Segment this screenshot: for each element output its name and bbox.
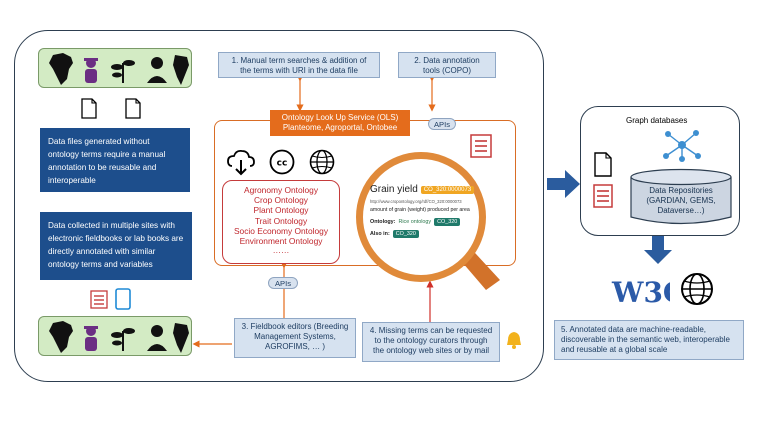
w3c-logo: W3C (611, 276, 670, 308)
africa-map-icon (49, 321, 73, 353)
term-definition: amount of grain (weight) produced per ar… (370, 207, 470, 213)
document-icon (81, 98, 97, 119)
also-in-code-badge: CO_320 (392, 230, 419, 238)
callout-machine-readable: 5. Annotated data are machine-readable, … (554, 320, 744, 360)
fieldbook-devices (90, 288, 131, 310)
magnifier-content: Grain yield CO_320:0000073 http://www.cr… (370, 184, 488, 264)
callout-manual-search-text: 1. Manual term searches & addition of th… (231, 56, 367, 75)
callout-missing-terms: 4. Missing terms can be requested to the… (362, 322, 500, 362)
ontology-list: Agronomy Ontology Crop Ontology Plant On… (222, 180, 340, 264)
plant-icon (111, 60, 135, 83)
cloud-download-icon (227, 149, 255, 176)
callout-annotation-tools-text: 2. Data annotation tools (COPO) (414, 56, 480, 75)
south-america-map-icon (173, 55, 189, 85)
document-icon (594, 152, 612, 177)
researcher-icon (147, 57, 167, 83)
note-multi-site: Data collected in multiple sites with el… (40, 212, 192, 280)
term-uri: http://www.cropontology.org/rdf/CO_320:0… (370, 199, 462, 204)
w3c-logo-text: W3C (611, 276, 670, 308)
ontology-code-badge: CO_320 (434, 218, 461, 226)
checklist-icon (470, 134, 492, 158)
hub-icons: cc (227, 149, 335, 176)
api-pill-bottom: APIs (268, 277, 298, 289)
globe-icon (681, 273, 713, 305)
api-pill-bottom-text: APIs (274, 279, 292, 288)
ontology-label: Ontology: (370, 219, 396, 225)
plant-icon (111, 328, 135, 351)
farmer-icon (84, 326, 98, 351)
repo-line: Data Repositories (649, 186, 713, 195)
data-repositories-label: Data Repositories (GARDIAN, GEMS, Datave… (630, 186, 732, 216)
callout-fieldbook-editors-text: 3. Fieldbook editors (Breeding Managemen… (241, 322, 349, 351)
big-arrow-right (547, 170, 580, 198)
ontology-item: Plant Ontology (253, 205, 309, 216)
ontology-item: Crop Ontology (254, 195, 308, 206)
callout-machine-readable-text: 5. Annotated data are machine-readable, … (561, 325, 730, 354)
also-in-label: Also in: (370, 231, 390, 237)
main-workflow-frame (14, 30, 544, 382)
ontology-item: Agronomy Ontology (243, 185, 319, 195)
ols-box: Ontology Look Up Service (OLS) Planteome… (270, 110, 410, 136)
researcher-icon (147, 325, 167, 351)
api-pill-top: APIs (428, 118, 456, 130)
hub-checklist (470, 134, 492, 158)
big-arrow-down (644, 236, 672, 264)
callout-missing-terms-text: 4. Missing terms can be requested to the… (369, 326, 493, 355)
database-cylinder-icon (630, 168, 732, 225)
graph-side-icons (593, 152, 613, 208)
document-icons (81, 98, 141, 119)
ontology-item: …… (272, 245, 290, 256)
graph-databases-frame (580, 106, 740, 236)
top-left-actors-svg (49, 53, 189, 85)
ontology-item: Socio Economy Ontology (233, 225, 329, 236)
repo-line: Dataverse…) (657, 206, 705, 215)
africa-map-icon (49, 53, 73, 85)
bottom-left-actors-panel (38, 316, 192, 356)
tablet-icon (115, 288, 131, 310)
magnifier-lens (356, 152, 486, 282)
ontology-name: Rice ontology (398, 219, 432, 225)
repo-line: (GARDIAN, GEMS, (646, 196, 716, 205)
ontology-item: Trait Ontology (254, 215, 308, 226)
south-america-map-icon (173, 323, 189, 353)
farmer-icon (84, 58, 98, 83)
term-id-badge: CO_320:0000073 (420, 185, 475, 194)
note-no-ontology-terms: Data files generated without ontology te… (40, 128, 190, 192)
callout-manual-search: 1. Manual term searches & addition of th… (218, 52, 380, 78)
creative-commons-icon: cc (269, 149, 295, 175)
term-name: Grain yield (370, 184, 418, 195)
checklist-icon (593, 184, 613, 208)
ols-title: Ontology Look Up Service (OLS) (281, 113, 399, 122)
api-pill-top-text: APIs (433, 120, 451, 129)
graph-databases-title: Graph databases (626, 116, 716, 126)
callout-annotation-tools: 2. Data annotation tools (COPO) (398, 52, 496, 78)
checklist-icon (90, 290, 108, 309)
bottom-left-actors-svg (49, 321, 189, 353)
network-graph-icon (663, 130, 701, 162)
ols-subtitle: Planteome, Agroportal, Ontobee (282, 123, 398, 132)
top-left-actors-panel (38, 48, 192, 88)
graph-databases-title-text: Graph databases (626, 116, 688, 125)
document-icon (125, 98, 141, 119)
callout-fieldbook-editors: 3. Fieldbook editors (Breeding Managemen… (234, 318, 356, 358)
note-no-ontology-terms-text: Data files generated without ontology te… (48, 137, 166, 185)
svg-text:cc: cc (277, 159, 288, 169)
globe-icon (309, 149, 335, 175)
note-multi-site-text: Data collected in multiple sites with el… (48, 221, 184, 269)
bell-icon (507, 332, 521, 349)
ontology-item: Environment Ontology (239, 236, 323, 247)
